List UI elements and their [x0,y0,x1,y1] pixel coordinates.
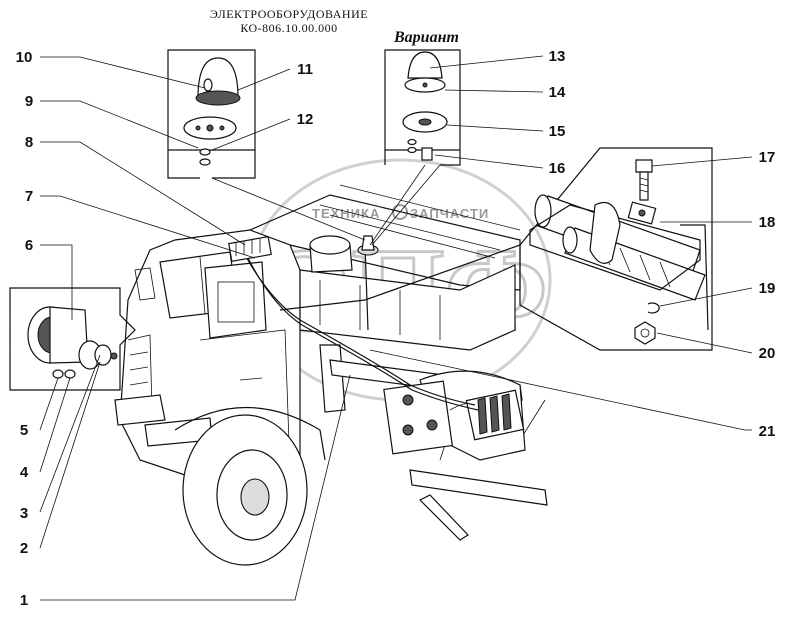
beacon-assembly-inset [167,49,256,179]
callout-8: 8 [25,134,33,151]
variant-assembly-inset: Вариант [384,29,461,166]
callout-15: 15 [549,123,566,140]
callout-13: 13 [549,48,566,65]
callout-20: 20 [759,345,776,362]
callout-6: 6 [25,237,33,254]
leader-lines [39,55,753,601]
callout-16: 16 [549,160,566,177]
svg-text:ЗАПЧАСТИ: ЗАПЧАСТИ [410,206,489,221]
lamp-assembly-inset [9,287,136,391]
variant-label: Вариант [393,29,459,46]
callout-12: 12 [297,111,314,128]
callout-5: 5 [20,422,28,439]
callout-10: 10 [16,49,33,66]
diagram-title: ЭЛЕКТРООБОРУДОВАНИЕ [210,7,368,21]
callout-labels: 1 2 3 4 5 6 7 8 9 10 11 12 13 14 15 16 1… [16,48,776,609]
truck-illustration [114,184,548,566]
svg-text:ТЕХНИКА: ТЕХНИКА [312,206,380,221]
callout-17: 17 [759,149,776,166]
callout-3: 3 [20,505,28,522]
callout-9: 9 [25,93,33,110]
clamp-detail-inset [519,147,713,351]
callout-11: 11 [297,61,313,78]
callout-7: 7 [25,188,33,205]
callout-2: 2 [20,540,28,557]
callout-14: 14 [549,84,566,101]
callout-19: 19 [759,280,776,297]
callout-18: 18 [759,214,776,231]
callout-21: 21 [759,423,776,440]
callout-1: 1 [20,592,28,609]
diagram-code: КО-806.10.00.000 [240,21,337,35]
callout-4: 4 [20,464,29,481]
